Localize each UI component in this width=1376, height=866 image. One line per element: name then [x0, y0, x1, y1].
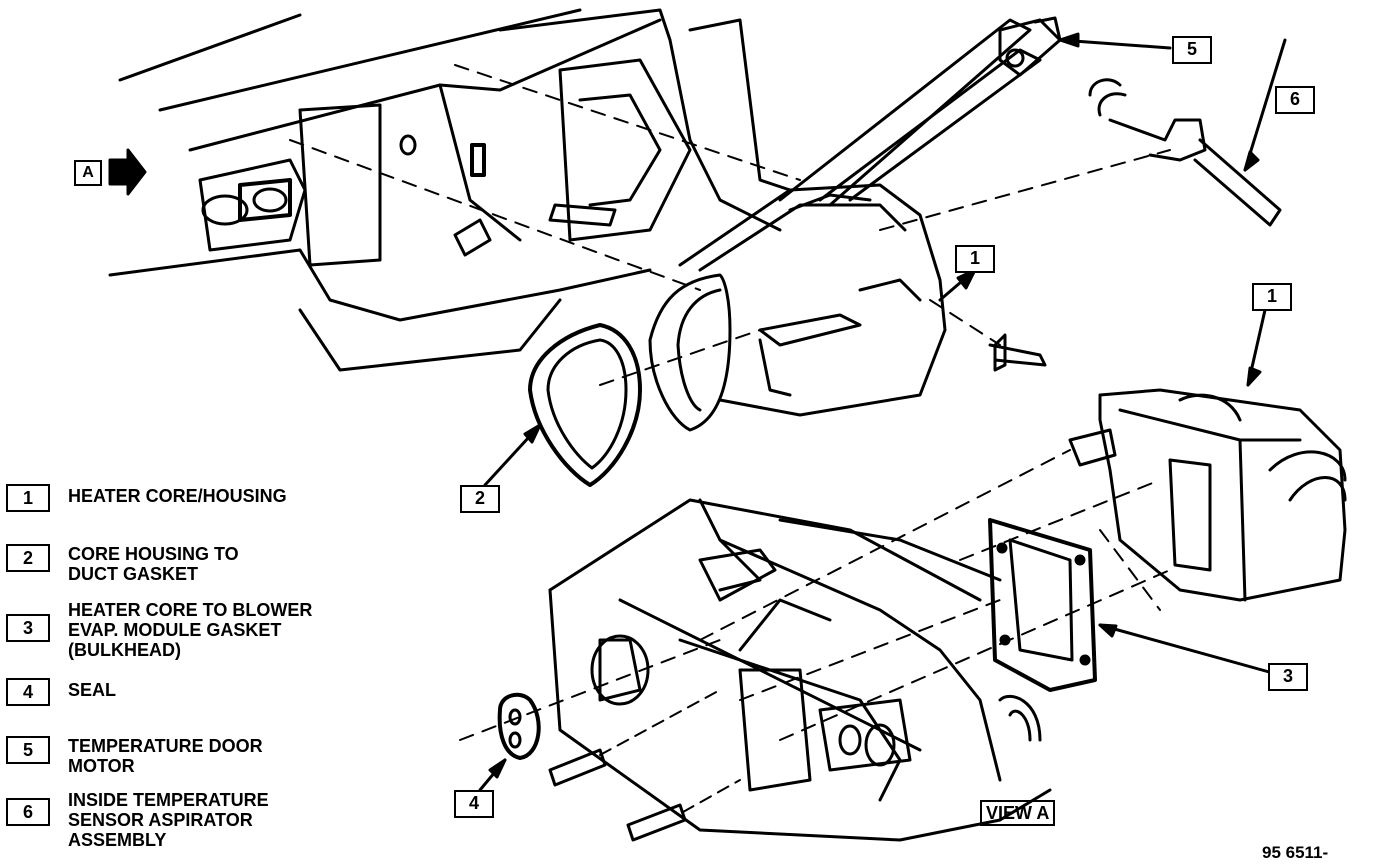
aspirator-assembly-drawing: [1088, 38, 1287, 227]
callout-5: 5: [1172, 36, 1212, 64]
legend-label: HEATER CORE TO BLOWER EVAP. MODULE GASKE…: [68, 600, 313, 660]
legend-label: CORE HOUSING TO DUCT GASKET: [68, 544, 239, 584]
bulkhead-gasket-drawing: [988, 518, 1282, 692]
legend-label: INSIDE TEMPERATURE SENSOR ASPIRATOR ASSE…: [68, 790, 269, 850]
bulkhead-upper: [108, 8, 792, 372]
legend-number: 6: [6, 798, 50, 826]
view-a-arrow-icon: [108, 148, 147, 196]
legend-label: TEMPERATURE DOOR MOTOR: [68, 736, 263, 776]
callout-3: 3: [1268, 663, 1308, 691]
callout-2: 2: [460, 485, 500, 513]
duct-gasket-drawing: [483, 323, 642, 487]
callout-1-lower: 1: [1252, 283, 1292, 311]
bolts: [548, 689, 741, 842]
legend-item: 1 HEATER CORE/HOUSING: [6, 484, 368, 512]
legend-item: 5 TEMPERATURE DOOR MOTOR: [6, 736, 308, 776]
legend-number: 1: [6, 484, 50, 512]
callout-6: 6: [1275, 86, 1315, 114]
legend-number: 4: [6, 678, 50, 706]
legend-item: 4 SEAL: [6, 678, 368, 706]
bulkhead-lower: [548, 498, 1052, 842]
alignment-lines-lower: [459, 449, 1171, 741]
view-marker-a: A: [74, 160, 102, 186]
legend-label: SEAL: [68, 680, 117, 700]
legend-item: 2 CORE HOUSING TO DUCT GASKET: [6, 544, 288, 584]
seal-drawing: [478, 692, 541, 792]
callout-1-upper: 1: [955, 245, 995, 273]
legend-item: 3 HEATER CORE TO BLOWER EVAP. MODULE GAS…: [6, 600, 358, 660]
legend-item: 6 INSIDE TEMPERATURE SENSOR ASPIRATOR AS…: [6, 790, 308, 850]
legend-number: 3: [6, 614, 50, 642]
temperature-door-motor-drawing: [778, 16, 1172, 207]
legend-number: 2: [6, 544, 50, 572]
heater-core-housing-upper: [648, 183, 1047, 432]
legend-label: HEATER CORE/HOUSING: [68, 486, 287, 506]
legend-number: 5: [6, 736, 50, 764]
view-a-label: VIEW A: [980, 800, 1056, 826]
callout-4: 4: [454, 790, 494, 818]
heater-core-housing-lower: [1068, 308, 1347, 602]
figure-id: 95 6511-: [1262, 843, 1329, 862]
